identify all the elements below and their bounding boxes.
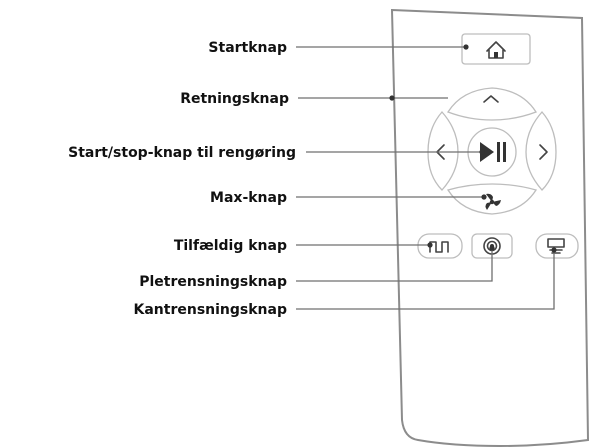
start-stop-button[interactable] [467,127,517,177]
max-button[interactable] [446,183,538,215]
random-button[interactable] [417,233,463,259]
label-direction: Retningsknap [180,91,289,107]
random-path-icon [429,241,449,253]
remote-body [390,8,590,448]
edge-button[interactable] [535,233,579,259]
up-button[interactable] [447,87,537,121]
right-button[interactable] [525,111,557,191]
label-random: Tilfældig knap [174,238,287,254]
label-home: Startknap [208,40,287,56]
play-pause-icon [480,142,506,162]
label-max: Max-knap [210,190,287,206]
home-button[interactable] [461,33,531,65]
label-spot: Pletrensningsknap [139,274,287,290]
leader-lines [296,44,557,310]
leader-edge [296,250,555,310]
chevron-right-icon [539,144,548,160]
fan-icon [485,193,501,210]
home-icon [486,41,506,59]
callout-labels: Startknap Retningsknap Start/stop-knap t… [68,40,296,318]
label-start-stop: Start/stop-knap til rengøring [68,145,296,161]
label-edge: Kantrensningsknap [134,302,288,318]
chevron-up-icon [483,95,499,103]
direction-pad [427,87,557,215]
left-button[interactable] [427,111,459,191]
leader-spot [296,248,493,282]
